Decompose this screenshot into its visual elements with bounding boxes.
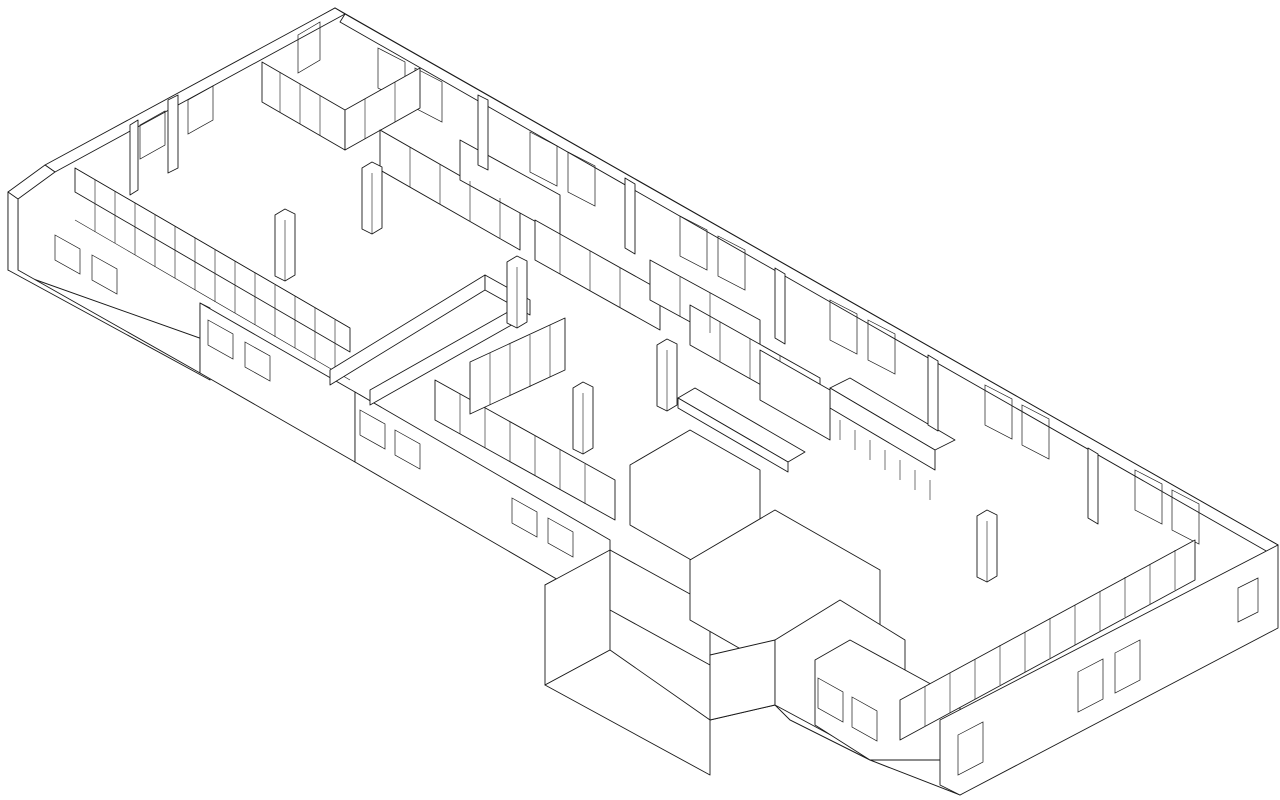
glazed-partition-west <box>74 167 351 381</box>
window-n-11 <box>867 319 896 375</box>
north-windows <box>139 21 1200 545</box>
window-n-15 <box>1171 489 1200 545</box>
column-3 <box>506 255 528 329</box>
window-sw-4 <box>244 341 271 382</box>
window-n-6 <box>529 131 558 187</box>
window-n-9 <box>717 235 746 291</box>
window-se-4 <box>1237 577 1259 623</box>
column-2 <box>361 161 383 235</box>
window-n-3 <box>297 21 321 74</box>
window-n-1 <box>139 110 166 160</box>
window-n-8 <box>679 215 708 271</box>
partition-west-mullions <box>94 180 336 372</box>
window-sw-1 <box>54 234 81 275</box>
partition-west-top <box>74 167 351 329</box>
central-rooms <box>329 274 616 521</box>
window-se-6 <box>851 696 878 742</box>
window-n-2 <box>187 85 214 135</box>
window-n-14 <box>1134 469 1163 525</box>
column-1 <box>274 208 296 282</box>
bar-stools <box>839 420 931 500</box>
southwest-windows <box>54 234 574 558</box>
column-6 <box>976 509 998 583</box>
central-room-curtain <box>469 317 566 415</box>
column-4 <box>572 381 594 455</box>
shelving-unit <box>759 349 831 441</box>
partition-west-base <box>74 219 351 381</box>
partition-se-mullions <box>924 550 1176 726</box>
window-se-3 <box>1114 639 1141 694</box>
glazed-partition-southeast <box>899 539 1196 741</box>
window-n-10 <box>829 299 858 355</box>
window-sw-6 <box>394 429 421 470</box>
window-sw-5 <box>359 409 386 450</box>
window-se-5 <box>817 677 844 723</box>
window-n-12 <box>984 384 1013 440</box>
window-se-2 <box>1077 658 1104 713</box>
counter-front <box>677 397 789 473</box>
central-room-glazing <box>434 379 616 521</box>
window-sw-3 <box>207 319 234 360</box>
north-office-row <box>261 61 821 419</box>
se-wall-1 <box>939 544 1279 796</box>
window-n-13 <box>1021 404 1050 460</box>
window-sw-7 <box>511 497 538 538</box>
column-5 <box>656 338 678 412</box>
partition-se-long <box>899 539 1196 741</box>
facade-piers <box>129 94 1099 525</box>
kitchen-counter <box>677 349 956 500</box>
outer-wall-southeast <box>817 544 1279 796</box>
window-sw-2 <box>91 254 118 295</box>
window-sw-8 <box>547 517 574 558</box>
office-front-5 <box>534 219 661 331</box>
columns <box>274 161 998 583</box>
south-core <box>544 429 961 776</box>
window-n-7 <box>567 151 596 207</box>
central-room-mullions <box>459 325 586 504</box>
window-se-1 <box>957 721 984 776</box>
